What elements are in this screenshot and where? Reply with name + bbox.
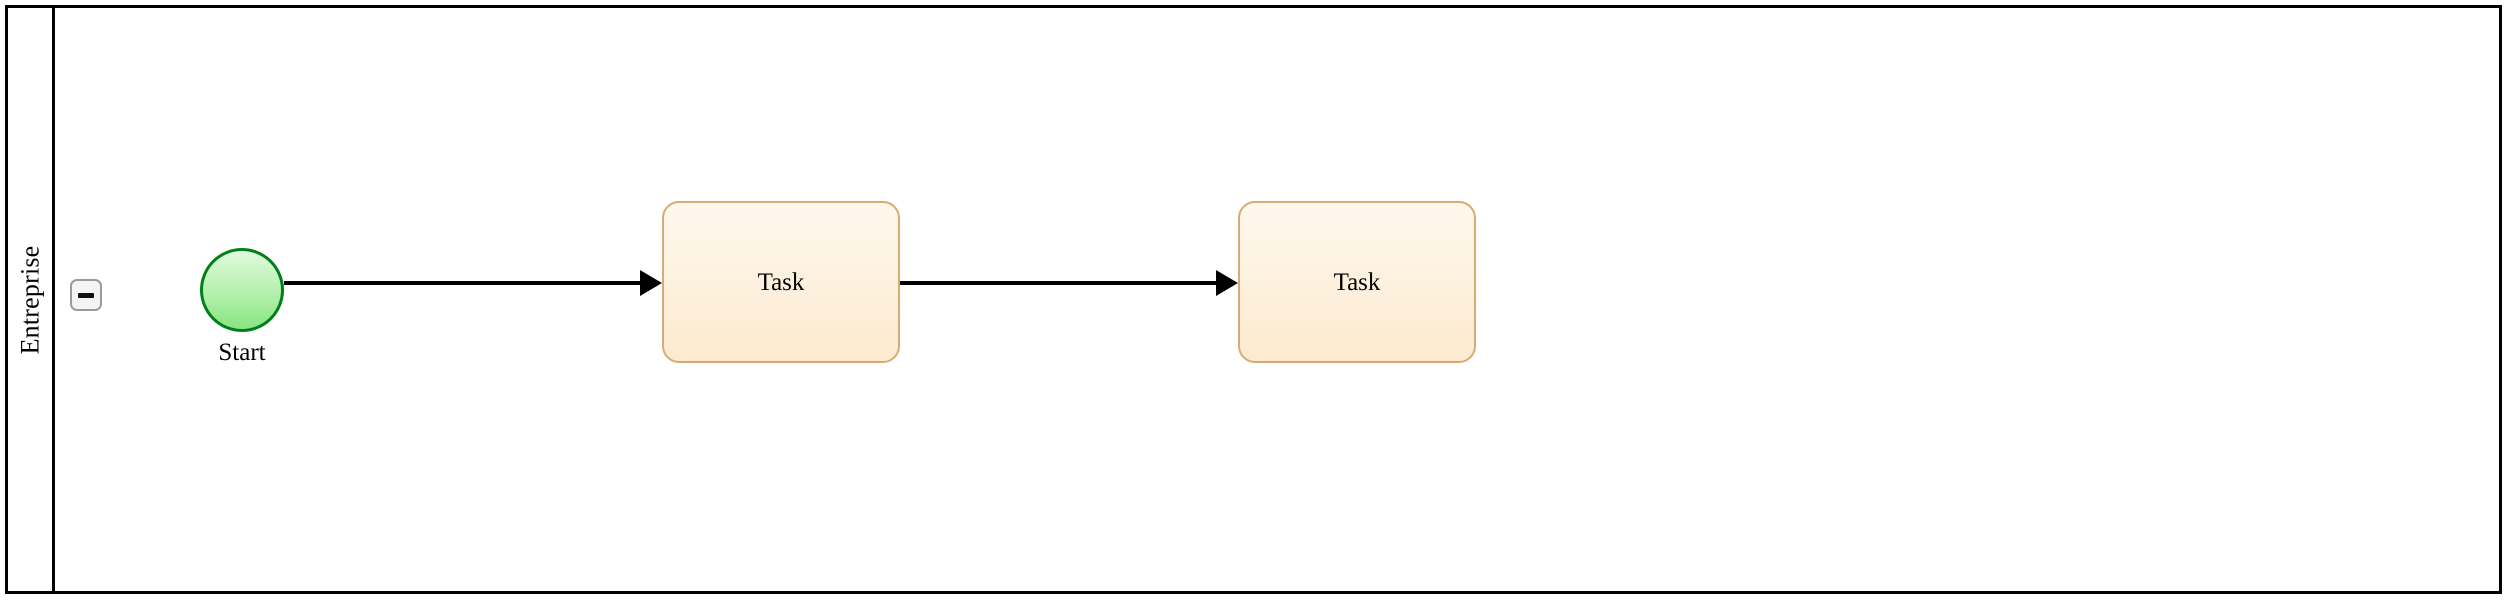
task-node-2[interactable]: Task [1238,201,1476,363]
minus-icon [78,292,94,298]
lane-header[interactable]: Entreprise [8,8,55,591]
lane-body: Start Task Task [55,8,2499,591]
bpmn-pool: Entreprise Start Task [5,5,2502,594]
task-node-1[interactable]: Task [662,201,900,363]
lane-collapse-button[interactable] [70,279,102,311]
sequence-flow-1-arrowhead-icon [640,270,662,296]
lane-title: Entreprise [15,245,44,354]
task-label: Task [1333,268,1381,296]
start-event-label: Start [218,339,266,366]
sequence-flow-1-line[interactable] [284,281,642,285]
sequence-flow-2-arrowhead-icon [1216,270,1238,296]
sequence-flow-2-line[interactable] [900,281,1218,285]
task-label: Task [757,268,805,296]
start-event-circle-icon [200,248,284,332]
start-event[interactable]: Start [200,248,284,365]
